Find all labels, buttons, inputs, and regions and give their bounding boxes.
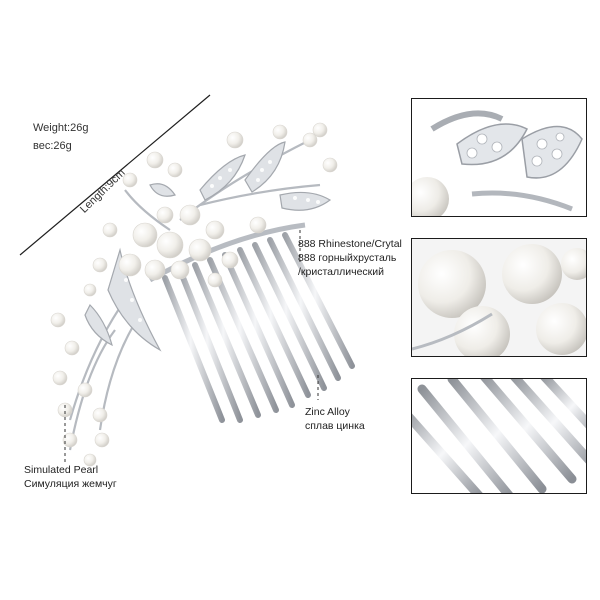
- spec-block: Weight:26g вес:26g: [33, 119, 88, 155]
- zinc-alloy-callout: Zinc Alloy сплав цинка: [305, 406, 365, 432]
- zoom-zinc-panel: [411, 378, 587, 494]
- weight-en: Weight:26g: [33, 122, 89, 134]
- hair-comb-image: [50, 122, 355, 467]
- weight-ru: вес:26g: [33, 140, 72, 152]
- comb-teeth: [162, 232, 355, 423]
- zoom-pearl-panel: [411, 238, 587, 357]
- pearls: [50, 122, 338, 467]
- zoom-rhinestone-panel: [411, 98, 587, 217]
- pearl-callout: Simulated Pearl Симуляция жемчуг: [24, 464, 117, 490]
- rhinestone-callout: 888 Rhinestone/Crytal 888 горныйхрусталь…: [298, 238, 402, 278]
